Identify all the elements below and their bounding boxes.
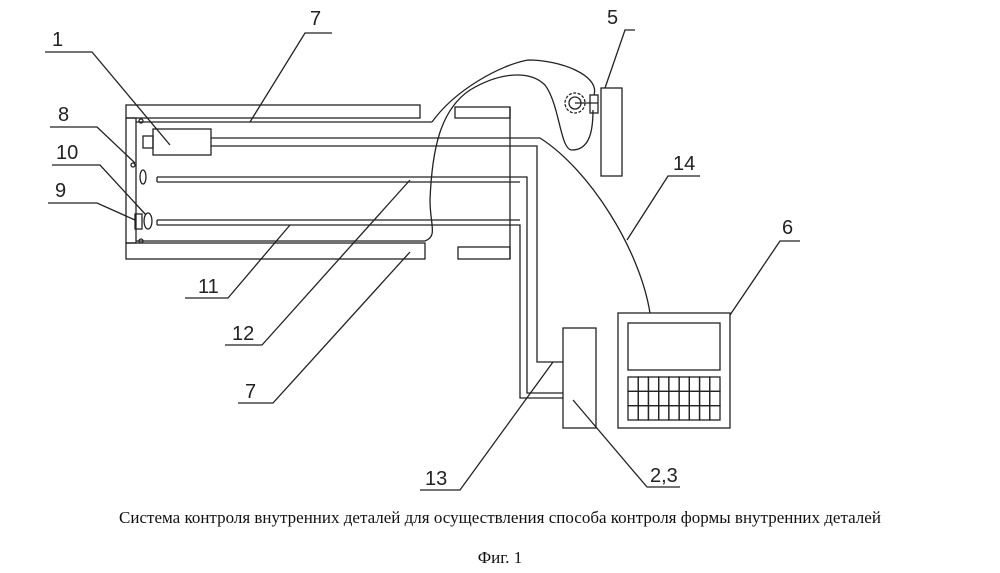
component-1-camera [143,129,563,362]
keypad-key [689,406,699,420]
label-7-bottom: 7 [245,381,256,403]
label-5: 5 [607,7,618,29]
keypad-key [679,377,689,391]
label-14: 14 [673,153,695,175]
leaders [45,30,800,490]
keypad-key [710,391,720,405]
cable-14 [540,138,650,313]
keypad-key [659,377,669,391]
keypad-key [638,406,648,420]
keypad-key [648,391,658,405]
keypad-key [689,391,699,405]
keypad-key [700,406,710,420]
keypad-key [628,406,638,420]
label-6: 6 [782,217,793,239]
keypad-key [648,377,658,391]
keypad-key [669,391,679,405]
sensors [131,119,152,243]
figure-label: Фиг. 1 [0,548,1000,568]
keypad-key [659,391,669,405]
figure-caption: Система контроля внутренних деталей для … [0,508,1000,528]
keypad [628,377,720,420]
label-2-3: 2,3 [650,465,678,487]
label-13: 13 [425,468,447,490]
keypad-key [638,391,648,405]
label-12: 12 [232,323,254,345]
keypad-key [638,377,648,391]
part-labels: 1 7 8 10 9 5 14 6 11 12 7 13 2,3 [52,7,793,490]
unit-2-3 [563,328,596,428]
keypad-key [669,406,679,420]
label-11: 11 [198,276,219,298]
label-8: 8 [58,104,69,126]
keypad-key [648,406,658,420]
keypad-key [689,377,699,391]
keypad-key [679,391,689,405]
keypad-key [628,391,638,405]
keypad-key [710,377,720,391]
keypad-key [659,406,669,420]
keypad-key [669,377,679,391]
unit-6-computer [618,313,730,428]
label-1: 1 [52,29,63,51]
keypad-key [628,377,638,391]
label-7-top: 7 [310,8,321,30]
label-9: 9 [55,180,66,202]
keypad-key [710,406,720,420]
screen [628,323,720,370]
keypad-key [700,377,710,391]
keypad-key [700,391,710,405]
keypad-key [679,406,689,420]
label-10: 10 [56,142,78,164]
unit-5 [565,88,622,176]
